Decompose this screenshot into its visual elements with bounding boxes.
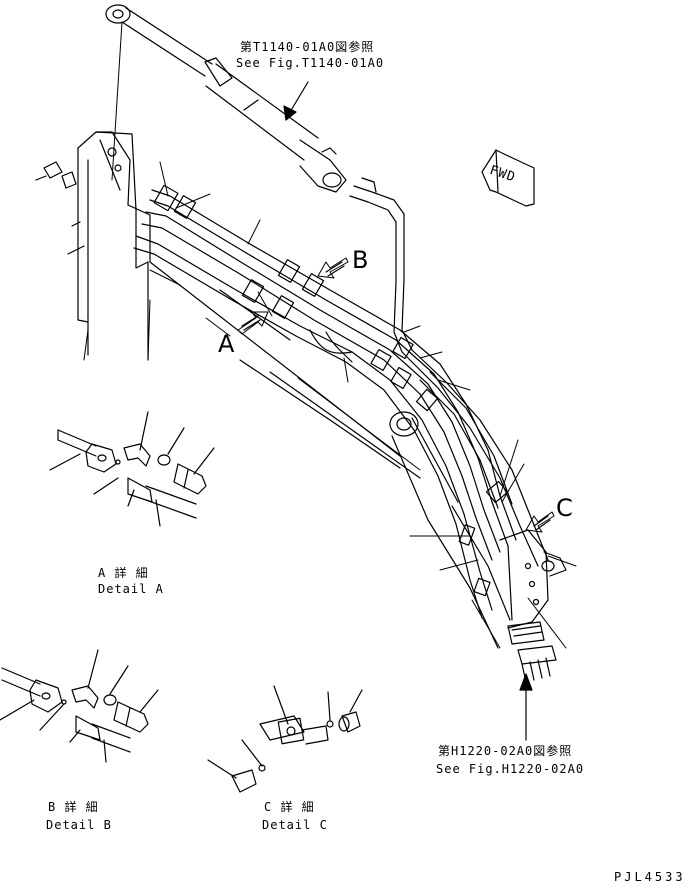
callout-label-a: A — [218, 330, 235, 358]
fwd-direction-arrow — [481, 149, 535, 207]
callout-label-b: B — [352, 246, 369, 274]
detail-b-parts — [0, 649, 159, 763]
callout-arrow-a — [237, 311, 269, 335]
bottom-reference-jp: 第H1220-02A0図参照 — [438, 744, 573, 758]
detail-a-title-jp: A 詳 細 — [98, 566, 149, 580]
boom-cylinder — [105, 4, 347, 193]
detail-c-title-en: Detail C — [262, 818, 328, 832]
detail-b-title-jp: B 詳 細 — [48, 800, 99, 814]
leader-lines — [83, 21, 577, 649]
callout-label-c: C — [556, 494, 573, 522]
callout-arrow-b — [317, 257, 349, 279]
pipe-clamps — [153, 184, 509, 597]
boom-outline — [149, 261, 511, 649]
callout-arrow-c — [525, 511, 555, 533]
drawing-code: PJL4533 — [614, 870, 686, 884]
boom-end-bracket — [499, 529, 567, 683]
detail-c-title-jp: C 詳 細 — [264, 800, 315, 814]
hydraulic-pipes — [133, 177, 549, 619]
detail-a-parts — [49, 411, 215, 527]
detail-c-parts — [207, 685, 363, 793]
top-reference-jp: 第T1140-01A0図参照 — [240, 40, 375, 54]
reference-arrows — [283, 81, 533, 741]
detail-b-title-en: Detail B — [46, 818, 112, 832]
boom-bracket — [35, 131, 151, 361]
top-reference-en: See Fig.T1140-01A0 — [236, 56, 385, 70]
bottom-reference-en: See Fig.H1220-02A0 — [436, 762, 585, 776]
detail-a-title-en: Detail A — [98, 582, 164, 596]
